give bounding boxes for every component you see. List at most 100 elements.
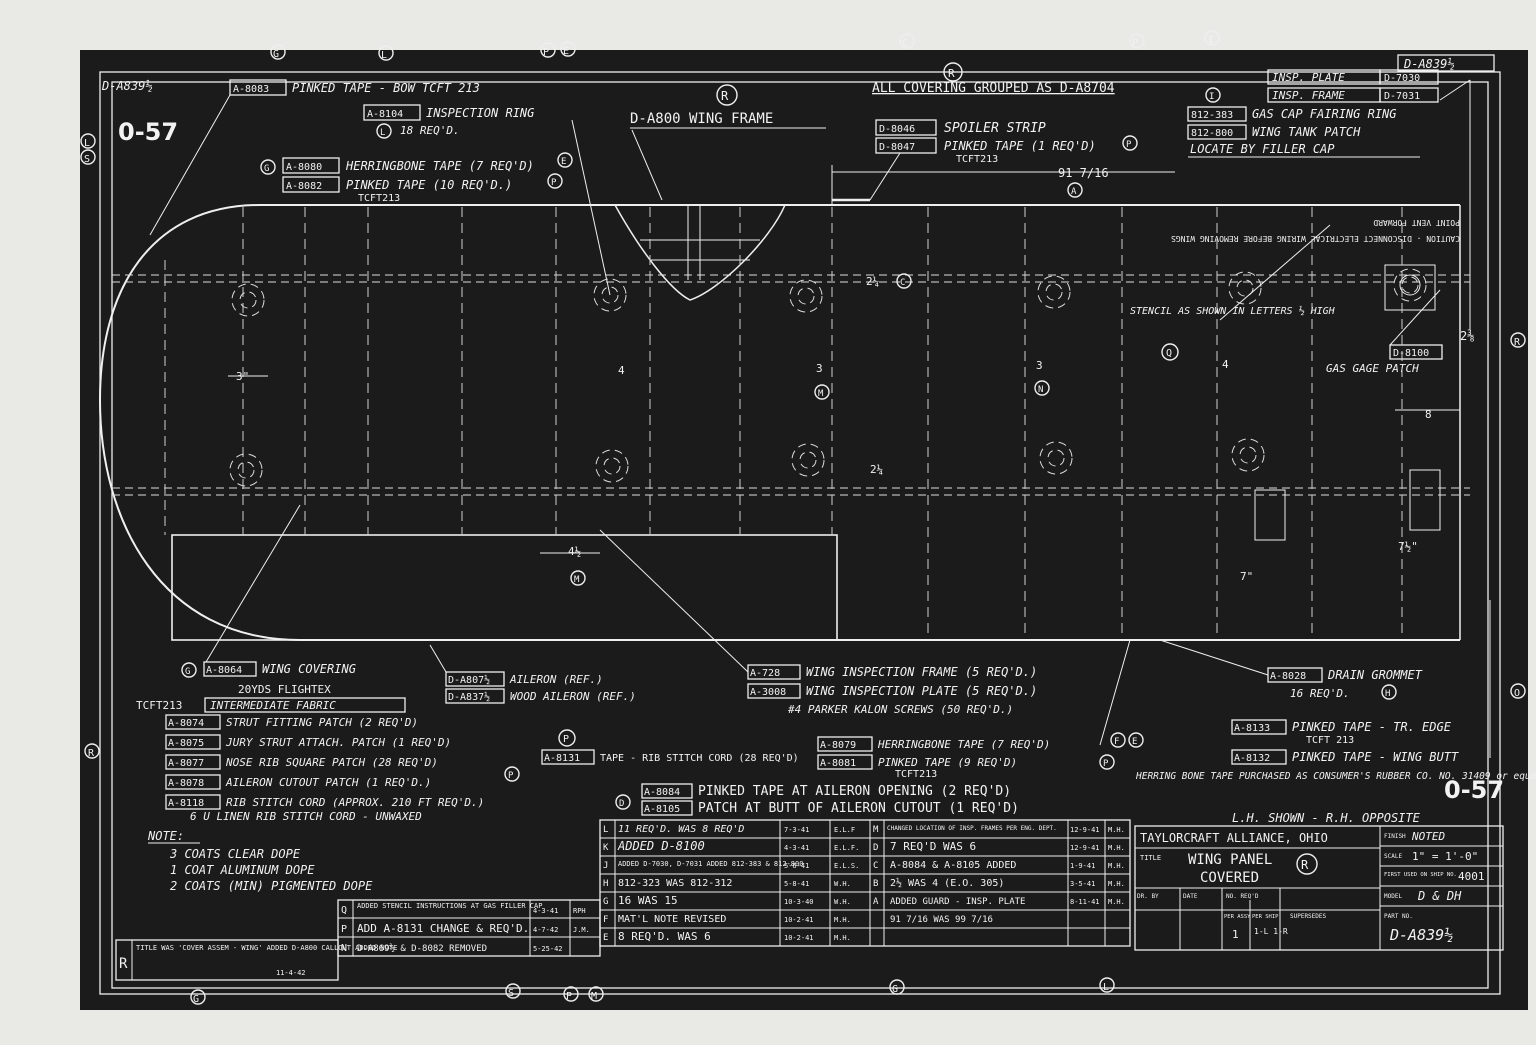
grid-ref-row-top: G L P E C P I [270, 30, 1220, 61]
callout-code-da807: D-A807½ [448, 674, 490, 686]
inspection-ring [229, 453, 263, 487]
title-supersedes: SUPERSEDES [1290, 913, 1327, 920]
callout-text-intermediate: INTERMEDIATE FABRIC [210, 699, 336, 712]
inspection-ring-inner [1401, 276, 1419, 294]
rev-init-2: E.L.F. [834, 844, 859, 852]
svg-text:H: H [1385, 689, 1390, 699]
callout-text-gas-gage: GAS GAGE PATCH [1326, 362, 1419, 375]
callout-text-a8078: AILERON CUTOUT PATCH (1 REQ'D.) [225, 776, 431, 789]
callout-text-a8133: PINKED TAPE - TR. EDGE [1292, 720, 1452, 734]
rev-init-6: M.H. [834, 916, 851, 924]
grid-ref-bottom-6: L [1103, 982, 1109, 993]
drawing-number-top-left: D-A839½ [101, 79, 153, 93]
callout-code-d8046: D-8046 [879, 124, 915, 135]
callout-text-812-800: WING TANK PATCH [1252, 125, 1361, 139]
rev-date-16: 11-4-42 [276, 969, 306, 977]
svg-text:I: I [1209, 92, 1214, 102]
inspection-ring [595, 449, 629, 483]
svg-text:M: M [574, 575, 580, 585]
callout-text-a8084: PINKED TAPE AT AILERON OPENING (2 REQ'D) [698, 784, 1011, 799]
rev-letter-m: M [873, 825, 879, 835]
callout-text-a8081: PINKED TAPE (9 REQ'D) [878, 756, 1017, 769]
notes-block: NOTE: 3 COATS CLEAR DOPE 1 COAT ALUMINUM… [147, 829, 373, 893]
title-shown-note: L.H. SHOWN - R.H. OPPOSITE [1232, 811, 1421, 825]
rev-init-1: E.L.F [834, 826, 855, 834]
svg-text:P: P [563, 734, 569, 745]
note-line-1: 3 COATS CLEAR DOPE [169, 847, 301, 861]
grid-ref-left-2: S [84, 154, 90, 165]
callout-text-a8104: INSPECTION RING [426, 106, 534, 120]
wing-frame-label: D-A800 WING FRAME [630, 111, 773, 127]
callout-text-wood-aileron: WOOD AILERON (REF.) [510, 690, 636, 703]
dimension-8: 8 [1425, 408, 1432, 421]
grid-ref-top-3: P [543, 47, 549, 58]
inspection-ring-inner [603, 457, 621, 475]
rev-letter-k: K [603, 843, 609, 853]
callout-text-a8082: PINKED TAPE (10 REQ'D.) [346, 178, 512, 192]
inspection-ring [1231, 438, 1265, 472]
grid-ref-top-4: E [563, 46, 569, 57]
rev-letter-d: D [873, 843, 878, 853]
sheet-number-right: 0-57 [1444, 776, 1504, 804]
grid-ref-row-bottom: G S P M G L [190, 977, 1115, 1005]
title-per-ship: PER SHIP [1252, 914, 1279, 920]
callout-code-d7030: D-7030 [1384, 73, 1420, 84]
callout-text-d8046: SPOILER STRIP [944, 121, 1046, 136]
callout-text-a8028: DRAIN GROMMET [1327, 668, 1423, 682]
revision-mark-frame: R [721, 89, 729, 103]
rev-date-15: 5-25-42 [533, 945, 563, 953]
caution-note-text: CAUTION - DISCONNECT ELECTRICAL WIRING B… [1171, 234, 1460, 243]
herringbone-note: HERRING BONE TAPE PURCHASED AS CONSUMER'… [1135, 771, 1536, 782]
callout-code-a8075: A-8075 [168, 738, 204, 749]
callout-text-parker-kalon: #4 PARKER KALON SCREWS (50 REQ'D.) [787, 703, 1013, 716]
right-callouts: INSP. PLATE D-7030 INSP. FRAME D-7031 I … [1187, 69, 1471, 375]
top-callouts: A-8083 PINKED TAPE - BOW TCFT 213 A-8104… [149, 79, 1138, 296]
bottom-callouts-right: A-8028 DRAIN GROMMET 16 REQ'D. H A-8133 … [1135, 600, 1536, 782]
svg-text:Q: Q [1166, 348, 1172, 359]
inspection-ring [789, 279, 823, 313]
drawing-number-top-right: D-A839½ [1403, 57, 1455, 71]
rev-text-a: ADDED GUARD - INSP. PLATE [890, 897, 1025, 907]
sheet-number-left: 0-57 [118, 118, 178, 146]
note-line-2: 1 COAT ALUMINUM DOPE [170, 863, 315, 877]
callout-code-a8131: A-8131 [544, 753, 580, 764]
callout-text-a8075: JURY STRUT ATTACH. PATCH (1 REQ'D) [225, 736, 451, 749]
callout-text-d7031: INSP. FRAME [1272, 89, 1345, 102]
title-per-assy: PER ASSY [1224, 914, 1251, 920]
dimension-7: 7" [1240, 570, 1253, 583]
revision-mark-title: R [1301, 858, 1309, 872]
rev-text-g: 16 WAS 15 [618, 894, 678, 907]
rev-letter-n: N [341, 943, 347, 954]
inspection-ring [1228, 271, 1262, 305]
dimension-7-5: 7½" [1398, 540, 1418, 553]
rev-letter-e: E [603, 933, 608, 943]
inspection-ring-inner [1045, 283, 1063, 301]
svg-text:C: C [900, 278, 905, 288]
callout-text-a8074: STRUT FITTING PATCH (2 REQ'D) [226, 716, 418, 729]
callout-sub-a8082: TCFT213 [358, 193, 400, 204]
callout-code-a8064: A-8064 [206, 665, 242, 676]
callout-sub-d8047: TCFT213 [956, 154, 998, 165]
inspection-ring-inner [237, 461, 255, 479]
callout-text-aileron-ref: AILERON (REF.) [509, 673, 603, 686]
title-finish-value: NOTED [1411, 830, 1445, 843]
rev-date-2: 4-3-41 [784, 844, 809, 852]
svg-text:D: D [619, 799, 624, 809]
rev-text-k: ADDED D-8100 [617, 839, 705, 853]
rev-letter-c: C [873, 861, 878, 871]
rev-date-5: 10-3-40 [784, 898, 814, 906]
callout-text-d8047: PINKED TAPE (1 REQ'D) [944, 139, 1096, 153]
rev-text-l: 11 REQ'D. WAS 8 REQ'D [618, 824, 744, 835]
grid-ref-top-1: G [273, 49, 279, 60]
callout-text-a8077: NOSE RIB SQUARE PATCH (28 REQ'D) [225, 756, 438, 769]
rev-date-9: 12-9-41 [1070, 844, 1100, 852]
dimension-2-25: 2¼ [866, 275, 879, 288]
svg-text:G: G [185, 667, 190, 677]
callout-code-a3008: A-3008 [750, 687, 786, 698]
dimension-3-b: 3 [1036, 359, 1043, 372]
callout-sub-a8133: TCFT 213 [1306, 735, 1354, 746]
rev-date-11: 3-5-41 [1070, 880, 1095, 888]
dimension-4-5: 4½ [568, 545, 581, 558]
rev-letter-q: Q [341, 905, 347, 916]
svg-text:L: L [380, 128, 385, 138]
